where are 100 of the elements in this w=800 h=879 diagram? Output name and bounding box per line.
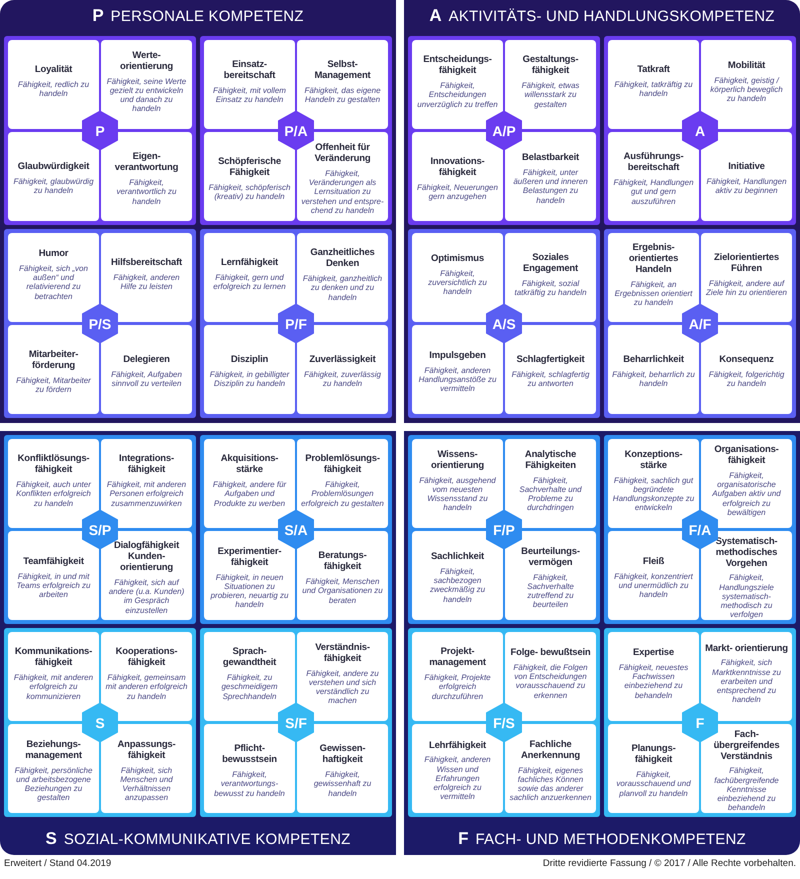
footer-note: Erweitert / Stand 04.2019 (4, 858, 112, 869)
card-description: Fähigkeit, gern und erfolgreich zu lernen (212, 273, 287, 292)
card-description: Fähigkeit, sachlich gut begründete Handlungskonzepte zu entwickeln (612, 476, 695, 512)
category-panel (408, 229, 600, 418)
card-description: Fähigkeit, unter äußeren und inneren Belastungen zu handeln (512, 168, 589, 205)
card-description: Fähigkeit, schlagfertig zu antworten (510, 370, 590, 389)
card-description: Fähigkeit, das eigene Handeln zu gestalten (303, 86, 382, 104)
card-description: Fähigkeit, eigenes fachliches Können sowie das anderer sachlich anzuerkennen (509, 766, 592, 802)
card-title: Lernfähigkeit (220, 258, 278, 270)
card-description: Fähigkeit, vorausschauend und planvoll zu handeln (615, 770, 692, 798)
card-title: Beratungs- fähigkeit (317, 551, 368, 574)
footer-note: Dritte revidierte Fassung / © 2017 / Alle Rechte vorbehalten. (542, 858, 796, 869)
card-title: Offenheit für Veränderung (314, 143, 372, 165)
card-description: Fähigkeit, Handlungen gut und gern auszuführen (612, 178, 695, 206)
category-panel (604, 628, 796, 817)
card-title: Ganzheitliches Denken (309, 248, 376, 270)
card-title: Ausführungs- bereitschaft (622, 152, 684, 174)
category-panel (200, 435, 392, 624)
quadrant-panel (0, 0, 396, 423)
card-description: Fähigkeit, anderen Wissen und Erfahrungen erfolgreich zu vermitteln (423, 755, 492, 802)
quadrant-panel (0, 431, 396, 855)
card-description: Fähigkeit, Problemlösungen erfolgreich zu gestalten (301, 480, 384, 508)
card-title: Anpassungs- fähigkeit (116, 740, 176, 762)
card-title: Pflicht- bewusstsein (221, 744, 278, 766)
category-title: FACH- UND METHODENKOMPETENZ (475, 830, 746, 848)
card-description: Fähigkeit, beharrlich zu handeln (612, 370, 695, 389)
card-title: Optimismus (431, 254, 484, 265)
card-description: Fähigkeit, seine Werte gezielt zu entwickeln und danach zu handeln (106, 76, 188, 114)
card-description: Fähigkeit, Sachverhalte und Probleme zu durchdringen (518, 476, 583, 512)
card-description: Fähigkeit, zuverlässig zu handeln (303, 370, 382, 389)
card-title: Fachliche Anerkennung (520, 740, 582, 762)
quadrant-panel (404, 431, 800, 855)
card-title: Tatkraft (637, 65, 670, 76)
card-title: Gewissen- haftigkeit (318, 744, 366, 766)
card-title: Konsequenz (719, 355, 774, 366)
card-description: Fähigkeit, Mitarbeiter zu fördern (15, 376, 92, 394)
card-title: Werte- orientierung (118, 50, 174, 73)
category-panel (604, 229, 796, 418)
card-description: Fähigkeit, mit anderen Personen erfolgreich zusammenzuwirken (106, 480, 188, 508)
card-title: Integrations- fähigkeit (118, 454, 175, 476)
category-title: AKTIVITÄTS- UND HANDLUNGSKOMPETENZ (448, 8, 775, 24)
card-title: Selbst- Management (313, 60, 372, 82)
card-title: Innovations- fähigkeit (429, 156, 486, 179)
category-panel (4, 36, 196, 225)
card-description: Fähigkeit, auch unter Konflikten erfolgreich zu handeln (15, 480, 92, 508)
card-title: Expertise (633, 648, 674, 660)
card-description: Fähigkeit, andere für Aufgaben und Produkte zu werben (212, 480, 288, 508)
card-title: Hilfsbereitschaft (110, 258, 182, 270)
card-title: Beziehungs- management (24, 740, 83, 762)
card-description: Fähigkeit, sich Marktkenntnisse zu erarbeiten und entsprechend zu handeln (711, 658, 782, 704)
card-title: Akquisitions- stärke (220, 454, 280, 476)
card-description: Fähigkeit, mit vollem Einsatz zu handeln (212, 86, 287, 104)
card-description: Fähigkeit, Veränderungen als Lernsituation zu verstehen und entspre- chend zu handeln (301, 168, 384, 215)
card-title: Gestaltungs- fähigkeit (522, 55, 580, 78)
card-description: Fähigkeit, schöpferisch (kreativ) zu handeln (208, 182, 291, 202)
card-description: Fähigkeit, fachübergreifende Kenntnisse einbeziehend zu behandeln (713, 766, 780, 812)
card-title: Entscheidungs- fähigkeit (422, 55, 493, 78)
category-letter: F (458, 829, 468, 849)
card-title: Delegieren (123, 355, 170, 366)
card-title: Eigen- verantwortung (114, 152, 180, 174)
card-description: Fähigkeit, glaubwürdig zu handeln (12, 177, 95, 196)
card-title: Kommunikations- fähigkeit (14, 647, 94, 670)
card-title: Kooperations- fähigkeit (114, 647, 178, 670)
card-description: Fähigkeit, verantwortungs- bewusst zu handeln (213, 770, 286, 798)
card-title: Folge- bewußtsein (510, 648, 590, 660)
card-description: Fähigkeit, Aufgaben sinnvoll zu verteilen (110, 370, 183, 389)
quadrant-panel (404, 0, 800, 423)
card-title: Schlagfertigkeit (516, 355, 585, 366)
category-panel (604, 36, 796, 225)
category-letter: A (429, 6, 442, 26)
card-title: Beharrlichkeit (623, 355, 684, 366)
card-title: Konzeptions- stärke (624, 450, 684, 472)
card-title: Analytische Fähigkeiten (524, 450, 578, 472)
card-title: Markt- orientierung (705, 644, 788, 654)
card-description: Fähigkeit, gemeinsam mit anderen erfolgreich zu handeln (105, 673, 188, 701)
card-description: Fähigkeit, andere zu verstehen und sich verständlich zu machen (305, 668, 380, 706)
category-letter: S (46, 829, 57, 849)
card-title: Lehrfähigkeit (428, 740, 486, 752)
card-description: Fähigkeit, sich auf andere (u.a. Kunden) im Gespräch einzustellen (108, 578, 186, 615)
card-title: Ergebnis- orientiertes Handeln (628, 242, 680, 276)
card-title: Wissens- orientierung (430, 450, 486, 472)
card-description: Fähigkeit, verantwortlich zu handeln (115, 178, 178, 206)
card-title: Experimentier- fähigkeit (216, 546, 282, 569)
card-description: Fähigkeit, anderen Handlungsanstöße zu vermitteln (418, 366, 498, 394)
card-title: Problemlösungs- fähigkeit (304, 454, 381, 476)
category-letter: P (92, 6, 104, 26)
card-title: Konfliktlösungs- fähigkeit (16, 454, 90, 476)
card-description: Fähigkeit, persönliche und arbeitsbezogene Beziehungen zu gestalten (14, 766, 94, 802)
card-description: Fähigkeit, ausgehend vom neuesten Wissensstand zu handeln (418, 476, 497, 512)
card-title: Verständnis- fähigkeit (314, 642, 371, 665)
card-description: Fähigkeit, Handlungen aktiv zu beginnen (705, 177, 788, 196)
category-panel (408, 435, 600, 624)
category-panel (200, 36, 392, 225)
card-title: Teamfähigkeit (23, 556, 84, 568)
card-description: Fähigkeit, Menschen und Organisationen zu beraten (301, 577, 384, 605)
category-panel (200, 229, 392, 418)
card-description: Fähigkeit, sozial tatkräftig zu handeln (513, 278, 588, 298)
card-description: Fähigkeit, in neuen Situationen zu probieren, neuartig zu handeln (210, 572, 290, 610)
category-panel (408, 36, 600, 225)
card-description: Fähigkeit, sich „von außen“ und relativierend zu betrachten (18, 264, 89, 301)
